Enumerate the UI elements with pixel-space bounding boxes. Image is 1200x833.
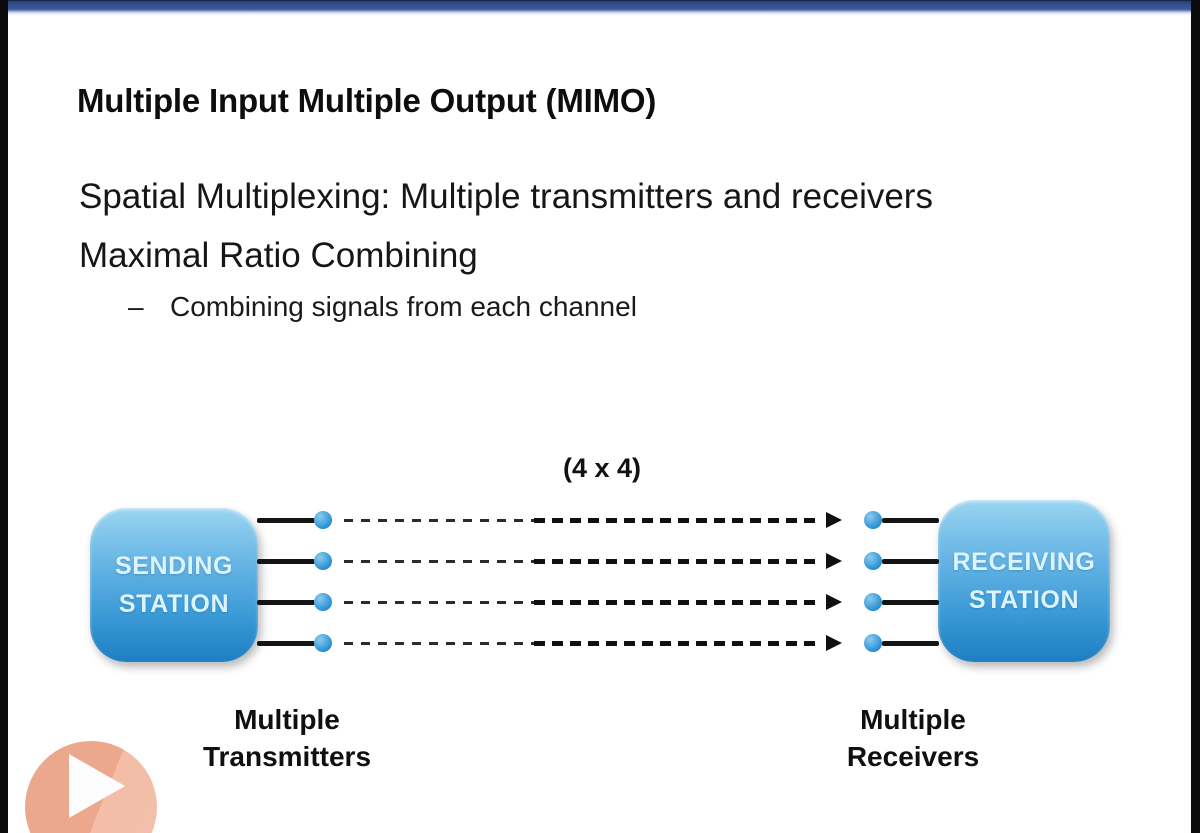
play-icon [69, 754, 125, 818]
body-text-line-2: Maximal Ratio Combining [79, 236, 478, 275]
receivers-caption-line2: Receivers [846, 741, 980, 772]
transmitters-caption-line1: Multiple [234, 704, 340, 735]
bullet-dash-marker: – [128, 291, 144, 322]
mimo-config-label: (4 x 4) [562, 453, 642, 483]
rx-antenna-dot-icon [864, 634, 882, 652]
tx-antenna-stub [257, 559, 315, 564]
receivers-caption: Multiple Receivers [783, 701, 1043, 775]
rx-antenna-stub [882, 518, 939, 523]
rx-antenna-dot-icon [864, 593, 882, 611]
slide-header-bar [0, 0, 1200, 16]
rx-antenna-dot-icon [864, 511, 882, 529]
receiving-station-label-line1: RECEIVING [952, 548, 1096, 576]
channel-row-2 [0, 551, 1200, 571]
tx-antenna-dot-icon [314, 552, 332, 570]
arrow-right-icon [826, 635, 842, 651]
body-text-line-1: Spatial Multiplexing: Multiple transmitt… [79, 177, 933, 216]
play-button[interactable] [25, 741, 157, 833]
tx-antenna-stub [257, 518, 315, 523]
right-frame-edge [1191, 0, 1200, 833]
channel-dashed-line [344, 642, 534, 645]
channel-row-1 [0, 510, 1200, 530]
receiving-station-box: RECEIVING STATION [938, 500, 1110, 662]
rx-antenna-stub [882, 641, 939, 646]
arrow-right-icon [826, 594, 842, 610]
sending-station-box: SENDING STATION [90, 508, 258, 662]
receivers-caption-line1: Multiple [860, 704, 966, 735]
channel-dashed-line [344, 560, 534, 563]
receiving-station-label-line2: STATION [968, 586, 1080, 614]
sending-station-label-line2: STATION [118, 590, 230, 618]
rx-antenna-dot-icon [864, 552, 882, 570]
tx-antenna-dot-icon [314, 593, 332, 611]
channel-row-3 [0, 592, 1200, 612]
rx-antenna-stub [882, 600, 939, 605]
channel-dashed-line [344, 519, 534, 522]
channel-row-4 [0, 633, 1200, 653]
transmitters-caption-line2: Transmitters [202, 741, 372, 772]
bullet-item: –Combining signals from each channel [128, 291, 1028, 323]
channel-dashed-line-bold [534, 641, 822, 646]
left-frame-edge [0, 0, 8, 833]
channel-dashed-line-bold [534, 518, 822, 523]
tx-antenna-stub [257, 641, 315, 646]
tx-antenna-dot-icon [314, 511, 332, 529]
slide-title: Multiple Input Multiple Output (MIMO) [77, 82, 1157, 120]
bullet-text: Combining signals from each channel [170, 291, 637, 322]
sending-station-label-line1: SENDING [114, 552, 234, 580]
tx-antenna-dot-icon [314, 634, 332, 652]
tx-antenna-stub [257, 600, 315, 605]
transmitters-caption: Multiple Transmitters [157, 701, 417, 775]
channel-dashed-line-bold [534, 600, 822, 605]
arrow-right-icon [826, 512, 842, 528]
slide-title-text: Multiple Input Multiple Output (MIMO) [77, 82, 657, 120]
rx-antenna-stub [882, 559, 939, 564]
channel-dashed-line [344, 601, 534, 604]
channel-dashed-line-bold [534, 559, 822, 564]
arrow-right-icon [826, 553, 842, 569]
